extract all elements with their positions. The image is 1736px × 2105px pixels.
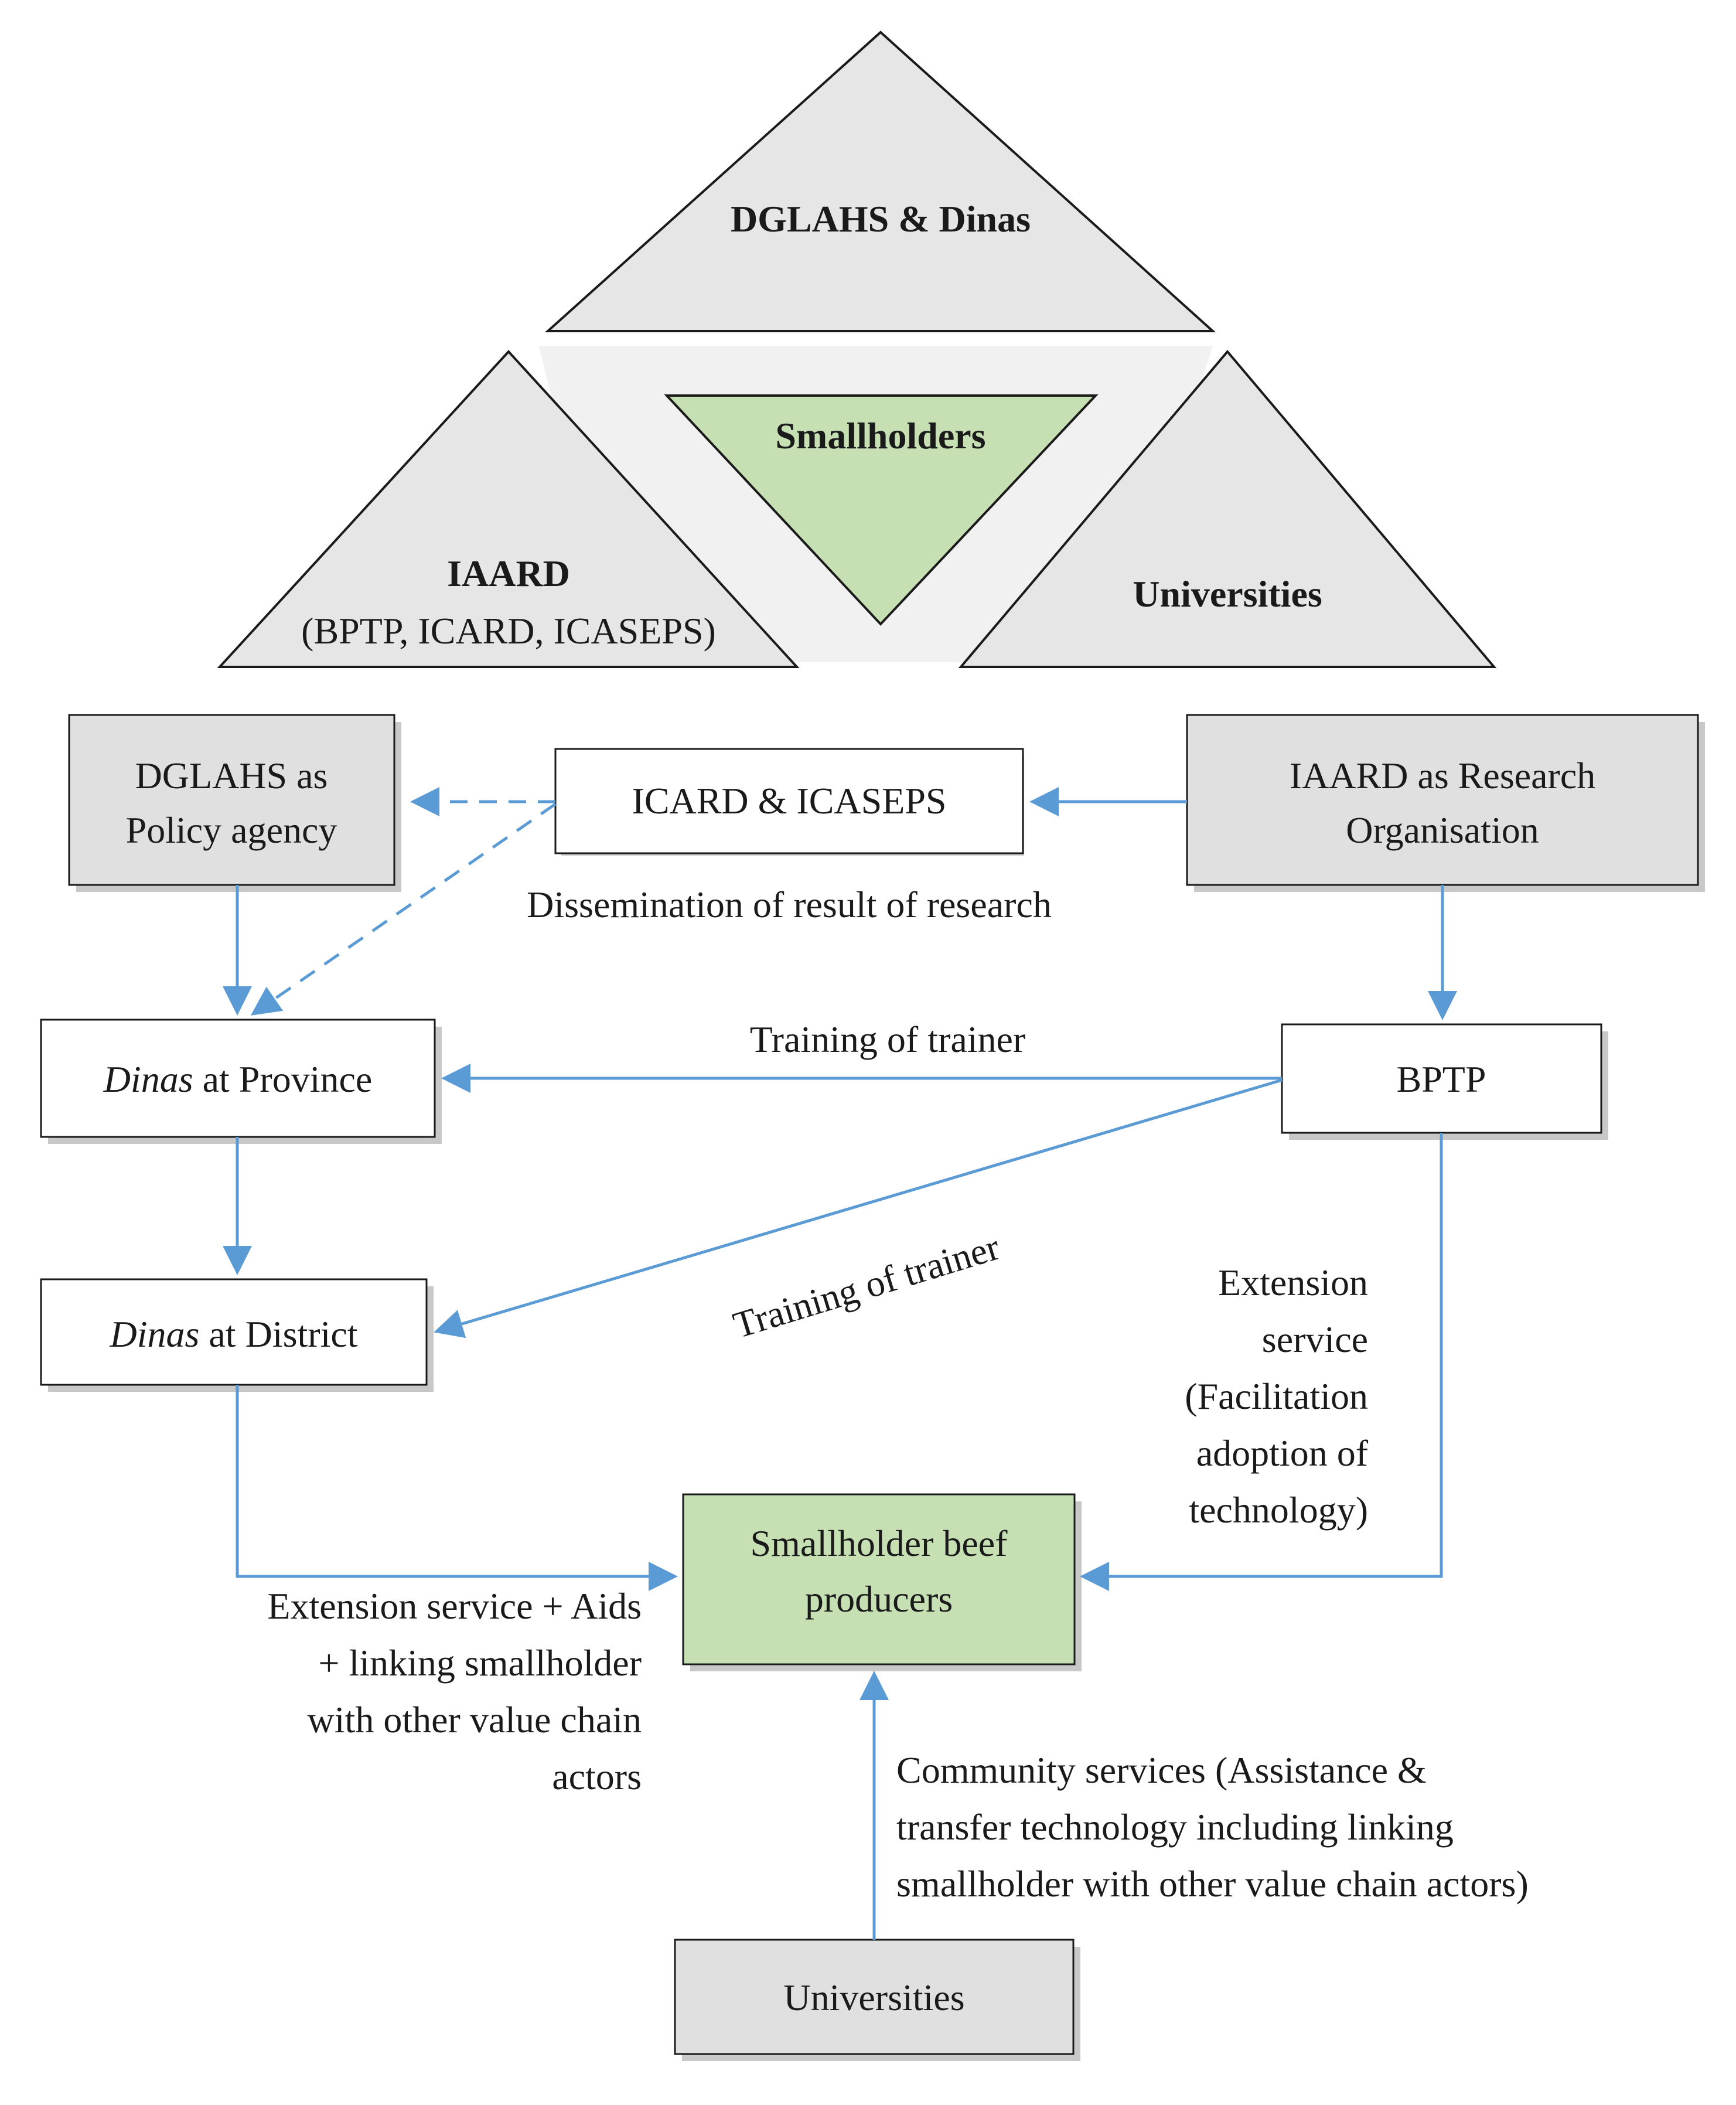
center-inverted-triangle: [664, 394, 1099, 626]
label-community-line3: smallholder with other value chain actor…: [896, 1863, 1529, 1905]
icard-icaseps-box: [554, 748, 1024, 854]
universities-box: [674, 1939, 1075, 2055]
label-extension-bptp-line5: technology): [1189, 1489, 1368, 1531]
arrow-icard-to-province: [250, 802, 557, 1016]
label-extension-bptp-line4: adoption of: [1196, 1432, 1369, 1474]
dinas-district-rest: at District: [199, 1313, 357, 1355]
label-training-diagonal: Training of trainer: [728, 1226, 1004, 1346]
dglahs-policy-label-line2: Policy agency: [126, 809, 337, 851]
right-triangle: [958, 349, 1497, 668]
label-extension-district-line2: + linking smallholder: [318, 1642, 642, 1684]
smallholder-beef-label-line2: producers: [805, 1578, 953, 1620]
arrow-bptp-to-district: [434, 1078, 1283, 1338]
label-community-line2: transfer technology including linking: [896, 1806, 1454, 1848]
smallholder-beef-label-line1: Smallholder beef: [751, 1522, 1008, 1564]
dinas-province-label: Dinas at Province: [103, 1058, 373, 1100]
label-community-line1: Community services (Assistance &: [896, 1749, 1427, 1791]
label-extension-district-line3: with other value chain: [308, 1699, 642, 1740]
arrow-district-to-beef: [236, 1385, 678, 1591]
label-extension-bptp-line3: (Facilitation: [1185, 1375, 1368, 1417]
right-triangle-label: Universities: [1133, 573, 1322, 615]
label-dissemination: Dissemination of result of research: [527, 884, 1052, 925]
smallholder-beef-box: [682, 1493, 1076, 1665]
top-triangle: [544, 30, 1216, 332]
dinas-district-italic: Dinas: [109, 1313, 199, 1355]
label-extension-bptp-line2: service: [1262, 1319, 1368, 1360]
icard-icaseps-label: ICARD & ICASEPS: [632, 780, 947, 822]
label-extension-district-line4: actors: [552, 1756, 642, 1797]
left-triangle: [217, 350, 800, 668]
label-extension-bptp-line1: Extension: [1218, 1262, 1368, 1303]
dinas-province-rest: at Province: [193, 1058, 373, 1100]
left-triangle-label-line1: IAARD: [447, 553, 570, 594]
bptp-box: [1281, 1023, 1602, 1134]
iaard-research-box: [1186, 714, 1699, 886]
dinas-province-italic: Dinas: [103, 1058, 193, 1100]
iaard-research-label-line2: Organisation: [1346, 809, 1539, 851]
iaard-research-label-line1: IAARD as Research: [1290, 755, 1596, 796]
dinas-province-box: [40, 1019, 436, 1138]
arrow-bptp-to-beef: [1080, 1133, 1443, 1591]
bptp-label: BPTP: [1397, 1058, 1486, 1100]
left-triangle-label-line2: (BPTP, ICARD, ICASEPS): [301, 610, 716, 652]
dglahs-policy-label-line1: DGLAHS as: [135, 755, 328, 796]
top-triangle-label: DGLAHS & Dinas: [731, 198, 1031, 240]
dinas-district-label: Dinas at District: [109, 1313, 357, 1355]
universities-label: Universities: [783, 1977, 964, 2018]
dinas-district-box: [40, 1278, 428, 1386]
label-extension-district-line1: Extension service + Aids: [267, 1585, 642, 1627]
center-triangle-label: Smallholders: [775, 415, 985, 457]
label-training-horizontal: Training of trainer: [750, 1019, 1025, 1060]
dglahs-policy-box: [68, 714, 395, 886]
